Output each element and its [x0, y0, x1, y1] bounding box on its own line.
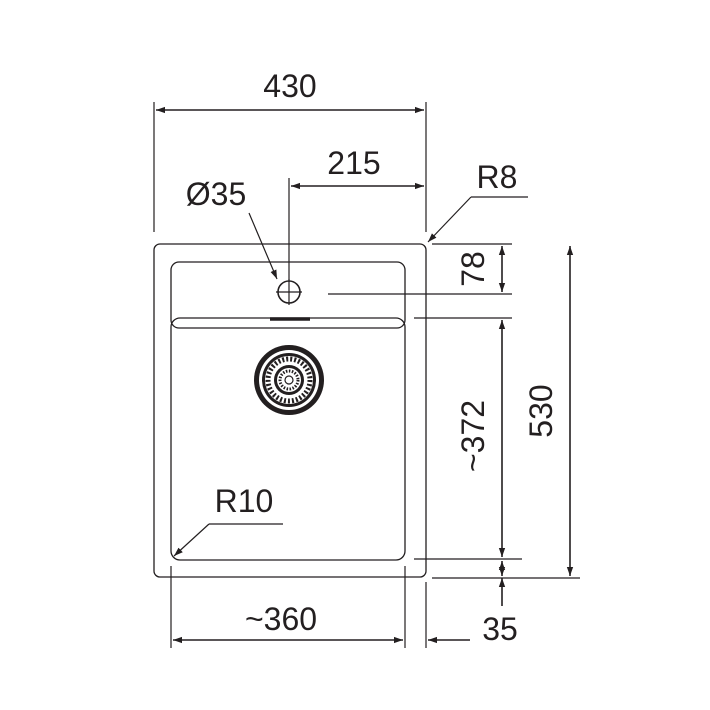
- inner-radius-label: R10: [215, 483, 274, 519]
- tap-ledge-recess: [170, 261, 406, 329]
- overall-depth-label: 530: [523, 384, 559, 437]
- dimension-inner-radius: R10: [173, 483, 283, 557]
- dimension-tap-hole-diameter: Ø35: [186, 176, 278, 280]
- dimension-tap-ledge-depth: 78: [328, 243, 512, 295]
- dimension-tap-hole-offset: 215: [288, 145, 424, 280]
- drain-strainer-icon: [254, 345, 324, 415]
- dimension-bowl-depth: ~372: [414, 317, 522, 560]
- dimension-overall-width: 430: [153, 68, 427, 232]
- rim-width-label: 35: [482, 611, 518, 647]
- outer-radius-label: R8: [477, 159, 518, 195]
- bowl-width-label: ~360: [245, 601, 317, 637]
- tap-hole-diameter-label: Ø35: [186, 176, 246, 212]
- dimension-bowl-width: ~360: [170, 566, 427, 648]
- dimension-overall-depth: 530: [432, 246, 580, 579]
- sink-outer-rim: [153, 243, 427, 578]
- tap-hole: [276, 279, 302, 305]
- dimension-outer-radius: R8: [427, 159, 528, 243]
- bowl-depth-label: ~372: [455, 400, 491, 472]
- overall-width-label: 430: [263, 68, 316, 104]
- tap-hole-offset-label: 215: [327, 145, 380, 181]
- tap-ledge-depth-label: 78: [455, 251, 491, 287]
- dimension-rim-width: 35: [428, 561, 518, 647]
- sink-outline: [153, 243, 427, 578]
